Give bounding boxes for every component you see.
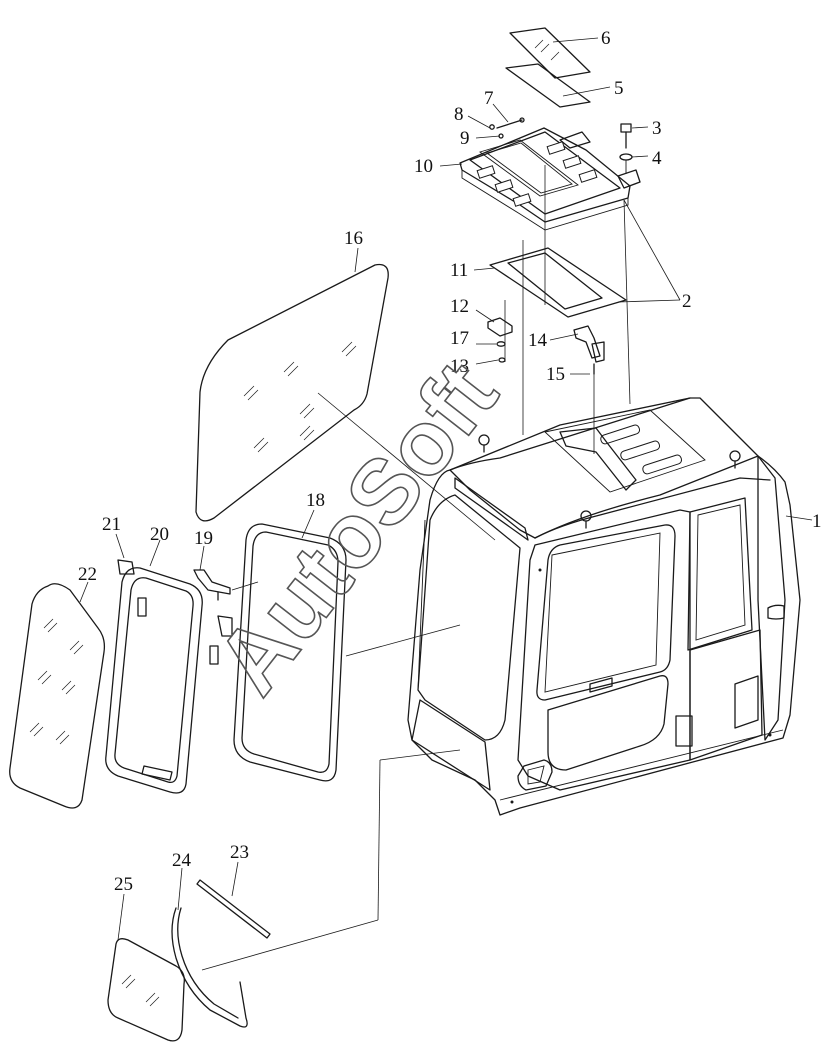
callout-7: 7 — [484, 88, 494, 109]
callout-4: 4 — [652, 148, 662, 169]
part-12-bracket — [487, 317, 513, 363]
callout-16: 16 — [344, 228, 363, 249]
callout-12: 12 — [450, 296, 469, 317]
part-14-handle — [573, 325, 605, 375]
part-22-sliding-glass — [9, 583, 106, 809]
callout-21: 21 — [102, 514, 121, 535]
part-23-strip — [196, 879, 271, 939]
callout-24: 24 — [172, 850, 192, 871]
callout-18: 18 — [306, 490, 325, 511]
callout-8: 8 — [454, 104, 464, 125]
callout-5: 5 — [614, 78, 624, 99]
callout-1: 1 — [812, 511, 822, 532]
callout-14: 14 — [528, 330, 548, 351]
callout-15: 15 — [546, 364, 565, 385]
callout-6: 6 — [601, 28, 611, 49]
callout-20: 20 — [150, 524, 169, 545]
part-11-hatch-seal — [489, 247, 627, 318]
part-25-lower-glass — [107, 938, 185, 1042]
part-5-roof-seal — [505, 63, 591, 108]
leader-lines — [79, 37, 813, 971]
callout-23: 23 — [230, 842, 249, 863]
part-24-lower-seal — [171, 907, 248, 1028]
callout-22: 22 — [78, 564, 97, 585]
part-16-side-glass — [195, 263, 389, 522]
part-19-latch-bracket — [193, 569, 233, 637]
callout-11: 11 — [450, 260, 468, 281]
callout-10: 10 — [414, 156, 433, 177]
part-10-roof-hatch-frame — [459, 127, 641, 231]
part-20-window-frame — [105, 567, 219, 794]
parts-7-8-9-hinge-pin — [489, 117, 525, 139]
callout-9: 9 — [460, 128, 470, 149]
callout-17: 17 — [450, 328, 469, 349]
part-21-clip — [117, 559, 135, 575]
callout-labels: 1 2 3 4 5 6 7 8 9 10 11 12 13 14 15 16 1… — [78, 28, 822, 895]
callout-25: 25 — [114, 874, 133, 895]
callout-13: 13 — [450, 356, 469, 377]
callout-2: 2 — [682, 291, 692, 312]
callout-3: 3 — [652, 118, 662, 139]
watermark: AutoSoft — [197, 344, 516, 713]
part-18-window-seal — [233, 523, 347, 782]
parts-3-4-bolt-washer — [619, 123, 633, 174]
part-1-cab-body — [407, 397, 801, 816]
part-6-roof-glass — [509, 27, 591, 79]
callout-19: 19 — [194, 528, 213, 549]
